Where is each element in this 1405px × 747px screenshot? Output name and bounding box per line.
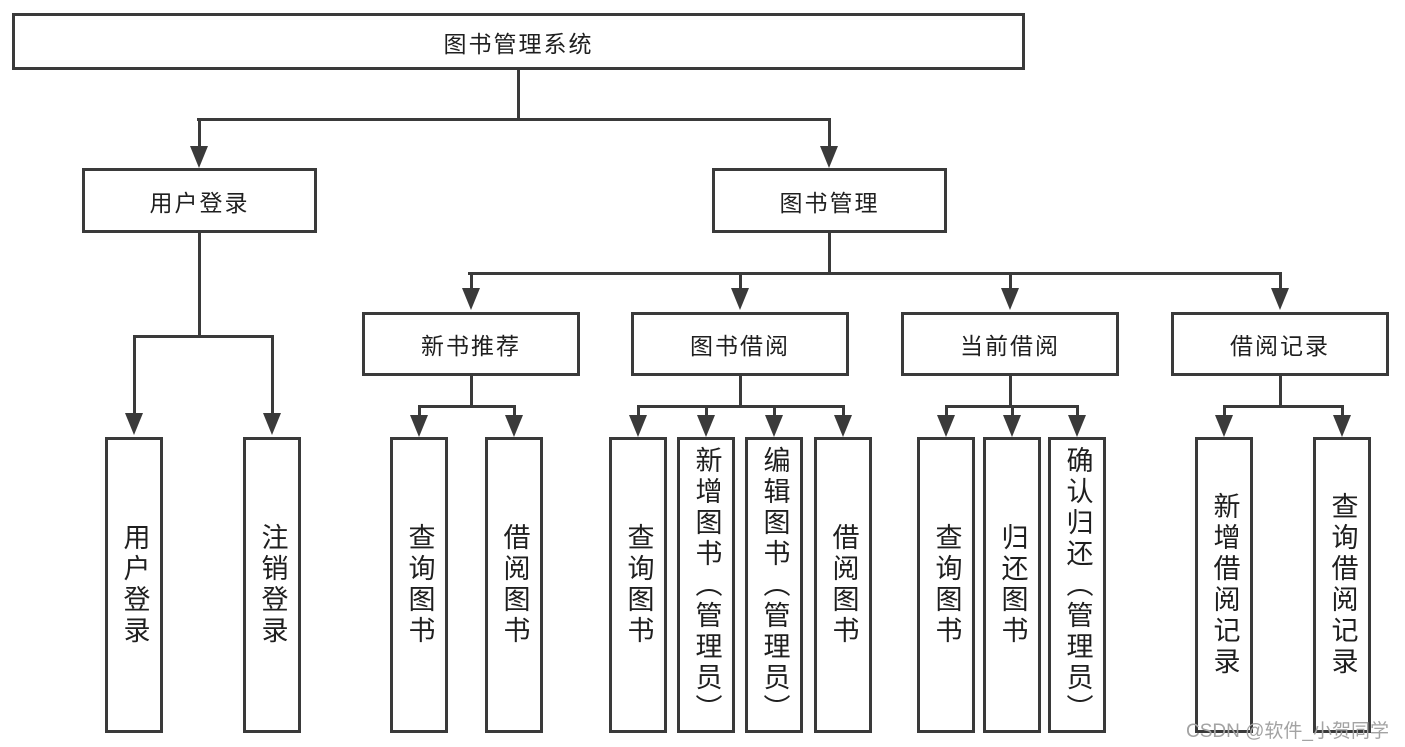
connector-line (1009, 376, 1012, 406)
connector-line (1011, 405, 1014, 418)
leaf-query-books-recommend-label: 查询图书 (404, 523, 435, 647)
connector-line (271, 335, 274, 415)
connector-line (197, 118, 831, 121)
connector-line (637, 405, 640, 418)
leaf-logout-label: 注销登录 (257, 523, 288, 647)
connector-line (739, 376, 742, 406)
connector-line (418, 405, 516, 408)
arrow-down-icon (1271, 288, 1289, 310)
leaf-query-borrow-record-label: 查询借阅记录 (1327, 492, 1358, 678)
arrow-down-icon (462, 288, 480, 310)
connector-line (828, 118, 831, 148)
connector-line (773, 405, 776, 418)
arrow-down-icon (505, 415, 523, 437)
node-current-borrowing-label: 当前借阅 (960, 333, 1060, 359)
leaf-return-books: 归还图书 (983, 437, 1041, 733)
leaf-query-books-label: 查询图书 (623, 523, 654, 647)
leaf-edit-books-admin: 编辑图书（管理员） (745, 437, 803, 733)
node-book-management: 图书管理 (712, 168, 947, 233)
connector-line (133, 335, 136, 415)
node-book-borrowing: 图书借阅 (631, 312, 849, 376)
leaf-borrow-books-recommend-label: 借阅图书 (499, 523, 530, 647)
leaf-borrow-books-label: 借阅图书 (828, 523, 859, 647)
leaf-confirm-return-admin-label: 确认归还（管理员） (1062, 445, 1093, 725)
leaf-logout: 注销登录 (243, 437, 301, 733)
leaf-borrow-books-recommend: 借阅图书 (485, 437, 543, 733)
node-borrow-records: 借阅记录 (1171, 312, 1389, 376)
leaf-user-login-label: 用户登录 (119, 523, 150, 647)
arrow-down-icon (765, 415, 783, 437)
arrow-down-icon (731, 288, 749, 310)
connector-line (828, 233, 831, 272)
connector-line (198, 233, 201, 335)
arrow-down-icon (410, 415, 428, 437)
leaf-query-books-recommend: 查询图书 (390, 437, 448, 733)
connector-line (1341, 405, 1344, 418)
arrow-down-icon (190, 146, 208, 168)
arrow-down-icon (1001, 288, 1019, 310)
connector-line (1223, 405, 1226, 418)
connector-line (133, 335, 274, 338)
leaf-query-books: 查询图书 (609, 437, 667, 733)
connector-line (1279, 272, 1282, 290)
connector-line (198, 118, 201, 148)
arrow-down-icon (263, 413, 281, 435)
leaf-query-books-current: 查询图书 (917, 437, 975, 733)
leaf-confirm-return-admin: 确认归还（管理员） (1048, 437, 1106, 733)
connector-line (1279, 376, 1282, 406)
arrow-down-icon (820, 146, 838, 168)
connector-line (945, 405, 948, 418)
leaf-user-login: 用户登录 (105, 437, 163, 733)
arrow-down-icon (629, 415, 647, 437)
node-root: 图书管理系统 (12, 13, 1025, 70)
connector-line (842, 405, 845, 418)
node-user-login: 用户登录 (82, 168, 317, 233)
connector-line (517, 70, 520, 118)
node-new-book-recommend-label: 新书推荐 (421, 333, 521, 359)
connector-line (1076, 405, 1079, 418)
connector-line (468, 272, 1281, 275)
leaf-add-borrow-record: 新增借阅记录 (1195, 437, 1253, 733)
arrow-down-icon (1003, 415, 1021, 437)
connector-line (513, 405, 516, 418)
connector-line (470, 376, 473, 406)
arrow-down-icon (1068, 415, 1086, 437)
connector-line (705, 405, 708, 418)
arrow-down-icon (697, 415, 715, 437)
node-book-borrowing-label: 图书借阅 (690, 333, 790, 359)
connector-line (1009, 272, 1012, 290)
connector-line (418, 405, 421, 418)
connector-line (1223, 405, 1344, 408)
watermark: CSDN @软件_小贺同学 (1186, 721, 1389, 742)
leaf-query-books-current-label: 查询图书 (931, 523, 962, 647)
leaf-borrow-books: 借阅图书 (814, 437, 872, 733)
connector-line (739, 272, 742, 290)
node-borrow-records-label: 借阅记录 (1230, 333, 1330, 359)
leaf-add-borrow-record-label: 新增借阅记录 (1209, 492, 1240, 678)
connector-line (637, 405, 845, 408)
arrow-down-icon (834, 415, 852, 437)
leaf-add-books-admin: 新增图书（管理员） (677, 437, 735, 733)
leaf-edit-books-admin-label: 编辑图书（管理员） (759, 445, 790, 725)
arrow-down-icon (1333, 415, 1351, 437)
arrow-down-icon (1215, 415, 1233, 437)
node-new-book-recommend: 新书推荐 (362, 312, 580, 376)
leaf-return-books-label: 归还图书 (997, 523, 1028, 647)
arrow-down-icon (125, 413, 143, 435)
arrow-down-icon (937, 415, 955, 437)
connector-line (470, 272, 473, 290)
leaf-add-books-admin-label: 新增图书（管理员） (691, 445, 722, 725)
node-user-login-label: 用户登录 (149, 189, 250, 216)
node-book-management-label: 图书管理 (779, 189, 880, 216)
node-current-borrowing: 当前借阅 (901, 312, 1119, 376)
node-root-label: 图书管理系统 (443, 30, 594, 57)
leaf-query-borrow-record: 查询借阅记录 (1313, 437, 1371, 733)
